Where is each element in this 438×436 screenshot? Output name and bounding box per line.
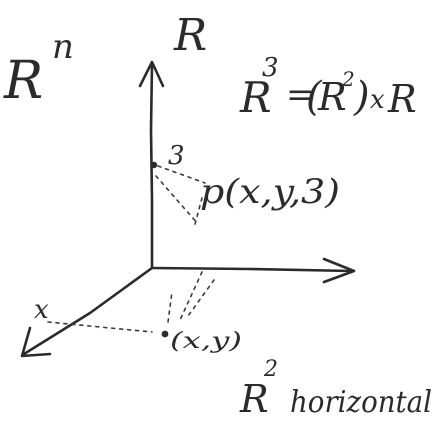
plane-text: horizontal <box>290 385 432 420</box>
eq-lhs-exp: 3 <box>262 53 279 83</box>
rn-exponent: n <box>52 27 74 67</box>
z-axis-label: R <box>173 10 207 61</box>
y-axis-line <box>150 266 354 273</box>
rn-base: R <box>3 51 43 111</box>
eq-equals: = <box>286 75 315 115</box>
y-drop-dash <box>179 271 203 321</box>
z-axis-arrowhead <box>138 60 165 88</box>
x-axis-label: x <box>34 295 49 325</box>
x-to-point-dash <box>47 321 153 333</box>
eq-paren-close: ) <box>353 74 370 120</box>
xy-point-dot <box>161 330 169 338</box>
x-axis-arrowhead <box>20 326 52 358</box>
plane-label: R 2 horizontal <box>239 357 432 421</box>
rn-label: R n <box>3 27 74 111</box>
z-to-point-dash <box>157 165 206 184</box>
z-tick-dot <box>150 161 158 169</box>
plane-exp: 2 <box>263 357 278 382</box>
x-axis-line <box>22 266 154 356</box>
point-3d-label: p(x,y,3) <box>200 172 340 212</box>
origin-to-point-dash <box>155 175 199 225</box>
point-2d-label: (x,y) <box>170 329 242 354</box>
z-tick-label: 3 <box>168 141 185 171</box>
xy-up-dash <box>167 291 173 323</box>
eq-lhs-base: R <box>239 73 272 122</box>
projection-lines <box>47 165 215 333</box>
eq-times: x <box>370 85 385 115</box>
eq-inner-exp: 2 <box>341 67 355 91</box>
plane-shadow-dash <box>187 279 215 317</box>
plane-base: R <box>239 377 269 421</box>
equation: R 3 = ( R 2 ) x R <box>239 53 417 122</box>
y-axis-arrowhead <box>322 257 356 284</box>
eq-paren-open: ( <box>306 74 323 120</box>
eq-rhs: R <box>387 77 417 121</box>
point-down-dash <box>193 197 203 229</box>
eq-inner-base: R <box>317 75 347 119</box>
